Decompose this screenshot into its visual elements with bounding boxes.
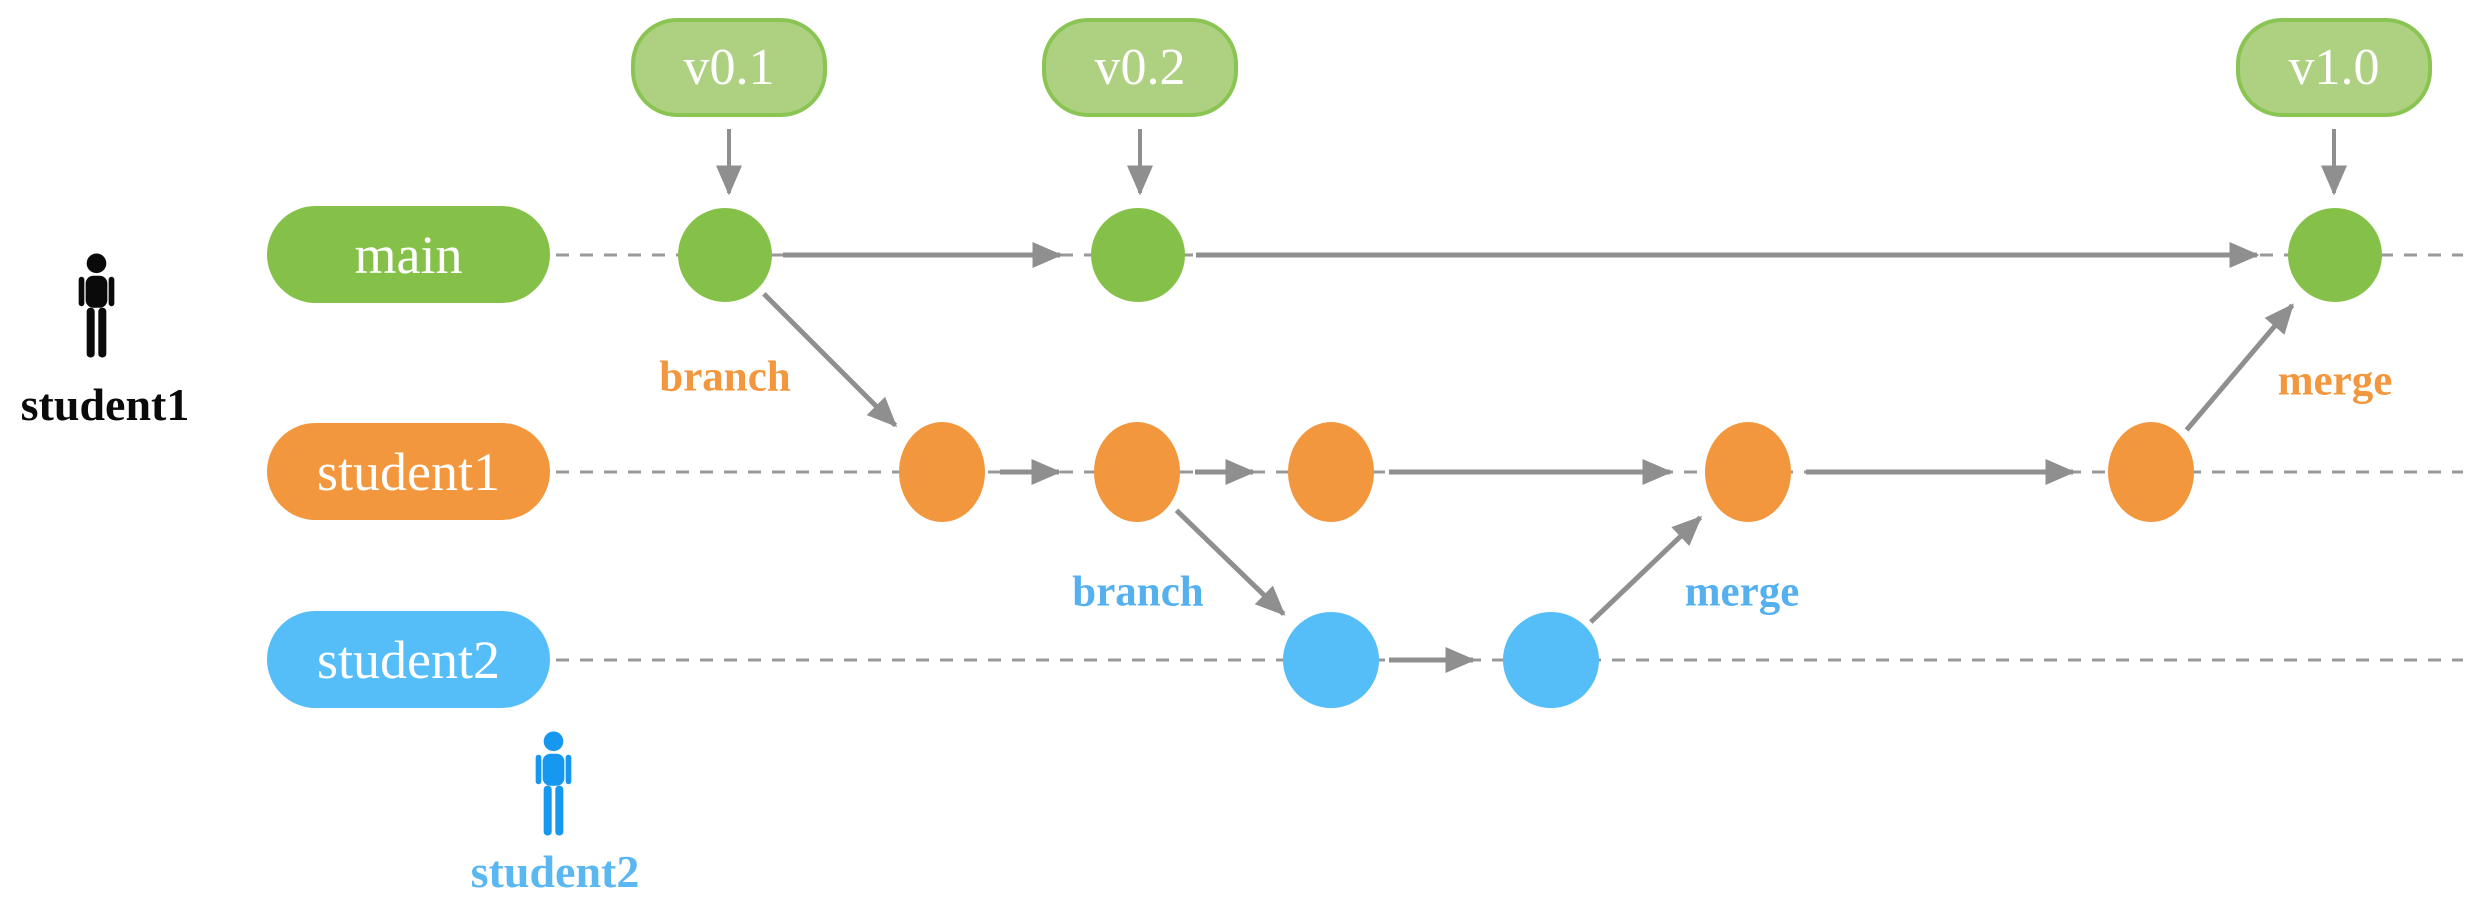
person-icon bbox=[78, 253, 114, 358]
branch-pill-label-student1: student1 bbox=[317, 441, 500, 502]
version-tag-label: v0.1 bbox=[683, 38, 775, 96]
branch-pill-student2: student2 bbox=[267, 611, 550, 708]
version-tag-label: v0.2 bbox=[1094, 38, 1186, 96]
branch-pill-label-main: main bbox=[354, 224, 463, 285]
person-icon-part bbox=[97, 307, 106, 358]
person-student2 bbox=[527, 731, 580, 842]
version-tag-v0.1: v0.1 bbox=[631, 18, 827, 117]
person-student1 bbox=[70, 253, 123, 364]
branch-edge-arrow bbox=[762, 292, 898, 428]
person-icon-part bbox=[535, 754, 541, 785]
branch-pill-main: main bbox=[267, 206, 550, 303]
merge-edge-arrow bbox=[1589, 515, 1703, 624]
version-tag-v0.2: v0.2 bbox=[1042, 18, 1238, 117]
commit-node-student1-1 bbox=[899, 422, 985, 522]
person-name-student1: student1 bbox=[20, 379, 190, 430]
person-icon-part bbox=[554, 785, 563, 836]
person-icon-part bbox=[542, 753, 564, 786]
branch-label: branch bbox=[1072, 568, 1204, 616]
person-icon bbox=[535, 731, 571, 836]
person-icon-part bbox=[543, 731, 563, 752]
person-icon-part bbox=[108, 276, 114, 307]
merge-edge-arrow bbox=[2184, 303, 2295, 432]
commit-node-main-3 bbox=[2288, 208, 2382, 302]
commit-node-student2-1 bbox=[1283, 612, 1379, 708]
person-name-student2: student2 bbox=[470, 846, 640, 897]
merge-label: merge bbox=[1684, 568, 1800, 616]
person-icon-part bbox=[86, 253, 106, 274]
branch-label: branch bbox=[659, 353, 791, 401]
person-icon-part bbox=[565, 754, 571, 785]
person-icon-part bbox=[78, 276, 84, 307]
merge-label: merge bbox=[2277, 357, 2393, 405]
commit-node-student1-2 bbox=[1094, 422, 1180, 522]
version-tag-label: v1.0 bbox=[2288, 38, 2380, 96]
commit-node-main-2 bbox=[1091, 208, 1185, 302]
version-tag-v1.0: v1.0 bbox=[2236, 18, 2432, 117]
commit-node-student1-5 bbox=[2108, 422, 2194, 522]
commit-node-main-1 bbox=[678, 208, 772, 302]
branch-pill-label-student2: student2 bbox=[317, 629, 500, 690]
person-icon-part bbox=[85, 275, 107, 308]
branch-pill-student1: student1 bbox=[267, 423, 550, 520]
commit-node-student1-4 bbox=[1705, 422, 1791, 522]
commit-node-student1-3 bbox=[1288, 422, 1374, 522]
person-icon-part bbox=[86, 307, 95, 358]
branch-edge-arrow bbox=[1174, 508, 1286, 616]
person-icon-part bbox=[543, 785, 552, 836]
commit-node-student2-2 bbox=[1503, 612, 1599, 708]
